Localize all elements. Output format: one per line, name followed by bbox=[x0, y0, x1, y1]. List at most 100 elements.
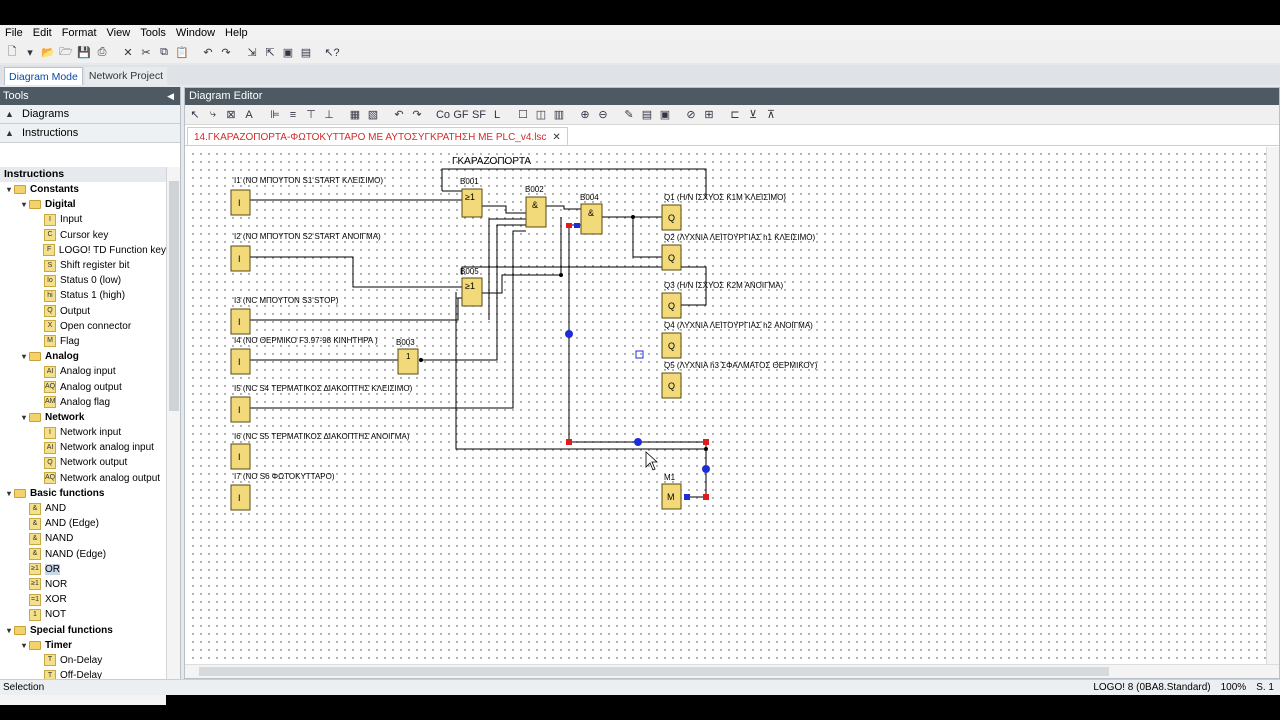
expand-toggle-icon[interactable]: ▾ bbox=[21, 640, 26, 650]
section-diagrams[interactable]: ▲ Diagrams bbox=[0, 105, 180, 124]
output-block-3[interactable] bbox=[661, 292, 682, 319]
editor-horizontal-scrollbar[interactable] bbox=[185, 664, 1279, 678]
group-icon[interactable]: ▦ bbox=[349, 109, 361, 121]
split-columns-icon[interactable]: ▥ bbox=[553, 109, 565, 121]
expand-toggle-icon[interactable]: ▾ bbox=[6, 625, 11, 635]
expand-toggle-icon[interactable]: ▾ bbox=[21, 200, 26, 210]
menu-tools[interactable]: Tools bbox=[140, 27, 166, 39]
output-block-2[interactable] bbox=[661, 244, 682, 271]
block-b003[interactable] bbox=[397, 348, 419, 375]
module-icon[interactable]: ▤ bbox=[300, 46, 312, 59]
expand-toggle-icon[interactable]: ▾ bbox=[21, 352, 26, 362]
connect-tool-icon[interactable]: ⤷ bbox=[209, 108, 217, 120]
editor-vertical-scrollbar[interactable] bbox=[1266, 147, 1279, 664]
udf-icon[interactable]: L bbox=[493, 108, 501, 121]
special-functions-icon[interactable]: SF bbox=[471, 108, 487, 121]
selection-handle[interactable] bbox=[703, 439, 709, 445]
layout-up-icon[interactable]: ⊼ bbox=[766, 109, 776, 121]
open-file-icon[interactable]: 📂 bbox=[41, 46, 55, 59]
output-block-1[interactable] bbox=[661, 204, 682, 231]
input-block-6[interactable] bbox=[230, 443, 251, 470]
paste-icon[interactable]: 📋 bbox=[175, 46, 189, 59]
expand-toggle-icon[interactable]: ▾ bbox=[21, 412, 26, 422]
select-tool-icon[interactable]: ↖ bbox=[190, 109, 200, 121]
redo-icon[interactable]: ↷ bbox=[221, 46, 231, 59]
expand-toggle-icon[interactable]: ▾ bbox=[6, 488, 11, 498]
menu-file[interactable]: File bbox=[5, 27, 23, 39]
tools-vertical-scrollbar[interactable] bbox=[166, 167, 180, 692]
tree-folder[interactable]: ▾Basic functions bbox=[0, 486, 166, 501]
selection-handle[interactable] bbox=[565, 330, 573, 338]
new-dropdown-icon[interactable]: ▾ bbox=[27, 46, 33, 59]
input-block-2[interactable] bbox=[230, 245, 251, 272]
selection-handle[interactable] bbox=[566, 439, 572, 445]
new-file-icon[interactable]: 🗋 bbox=[7, 45, 17, 58]
tree-folder[interactable]: ▾Digital bbox=[0, 197, 166, 212]
output-block-4[interactable] bbox=[661, 332, 682, 359]
align-bottom-icon[interactable]: ⊥ bbox=[324, 109, 334, 121]
block-b004[interactable] bbox=[580, 203, 603, 235]
cut-icon[interactable]: ✂ bbox=[141, 46, 151, 59]
layout-down-icon[interactable]: ⊻ bbox=[748, 109, 758, 121]
selection-handle[interactable] bbox=[634, 438, 642, 446]
basic-functions-icon[interactable]: GF bbox=[453, 108, 469, 121]
align-left-icon[interactable]: ⊫ bbox=[270, 109, 280, 121]
selection-handle[interactable] bbox=[574, 223, 580, 228]
menu-edit[interactable]: Edit bbox=[32, 27, 52, 39]
copy-icon[interactable]: ⧉ bbox=[160, 45, 168, 58]
menu-window[interactable]: Window bbox=[175, 27, 216, 39]
tree-folder[interactable]: ▾Constants bbox=[0, 182, 166, 197]
diagram-canvas[interactable]: ΓΚΑΡΑΖΟΠΟΡΤΑ bbox=[186, 147, 1266, 664]
split-view-icon[interactable]: ☐ bbox=[518, 109, 528, 121]
connection-icon[interactable]: ⊞ bbox=[704, 109, 714, 121]
constants-icon[interactable]: Co bbox=[435, 108, 451, 121]
split-vertical-icon[interactable]: ◫ bbox=[535, 109, 547, 121]
close-tab-icon[interactable]: ✕ bbox=[552, 132, 561, 143]
pc-to-logo-icon[interactable]: ⇲ bbox=[247, 46, 257, 59]
text-tool-icon[interactable]: A bbox=[245, 108, 253, 121]
context-help-icon[interactable]: ↖? bbox=[324, 46, 340, 59]
menu-view[interactable]: View bbox=[106, 27, 131, 39]
section-instructions[interactable]: ▲ Instructions bbox=[0, 124, 180, 143]
block-tool-icon[interactable]: ⊠ bbox=[226, 109, 236, 121]
input-block-4[interactable] bbox=[230, 348, 251, 375]
tree-item[interactable]: &NAND (Edge) bbox=[0, 547, 166, 562]
tree-folder[interactable]: ▾Special functions bbox=[0, 622, 166, 637]
menu-help[interactable]: Help bbox=[225, 27, 248, 39]
expand-toggle-icon[interactable]: ▾ bbox=[6, 185, 11, 195]
cut-connection-icon[interactable]: ⊘ bbox=[686, 109, 696, 121]
tree-folder[interactable]: ▾Timer bbox=[0, 638, 166, 653]
block-b002[interactable] bbox=[525, 196, 547, 228]
tree-folder[interactable]: ▾Network bbox=[0, 410, 166, 425]
tab-network-project[interactable]: Network Project bbox=[84, 67, 167, 85]
align-top-icon[interactable]: ⊤ bbox=[306, 109, 316, 121]
print-icon[interactable]: ⎙ bbox=[97, 45, 107, 58]
align-center-icon[interactable]: ≡ bbox=[289, 108, 297, 121]
simulation-icon[interactable]: ▣ bbox=[659, 109, 671, 121]
tree-item[interactable]: &NAND bbox=[0, 531, 166, 546]
layout-icon[interactable]: ⊏ bbox=[730, 109, 740, 121]
flag-block-m1[interactable] bbox=[661, 483, 682, 510]
tree-item[interactable]: &AND (Edge) bbox=[0, 516, 166, 531]
selection-handle[interactable] bbox=[702, 465, 710, 473]
file-tab[interactable]: 14.ΓΚΑΡΑΖΟΠΟΡΤΑ-ΦΩΤΟΚΥΤΤΑΡΟ ΜΕ ΑΥΤΟΣΥΓΚΡ… bbox=[187, 127, 568, 146]
selection-handle[interactable] bbox=[703, 494, 709, 500]
input-block-7[interactable] bbox=[230, 484, 251, 511]
highlight-icon[interactable]: ✎ bbox=[624, 109, 634, 121]
logo-to-pc-icon[interactable]: ⇱ bbox=[265, 46, 275, 59]
